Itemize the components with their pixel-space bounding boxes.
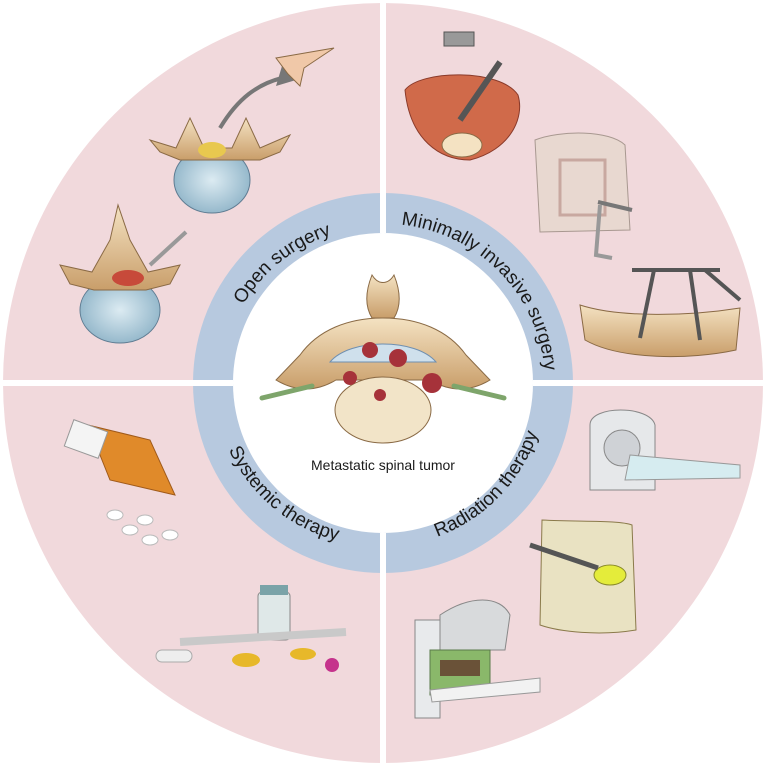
open-surgery-illustration [59, 47, 335, 344]
center-vertebra-illustration [259, 273, 507, 444]
radiation-therapy-illustration [414, 409, 741, 719]
minimally-invasive-illustration [404, 31, 742, 358]
center-label: Metastatic spinal tumor [311, 457, 455, 473]
systemic-therapy-illustration [63, 419, 347, 672]
